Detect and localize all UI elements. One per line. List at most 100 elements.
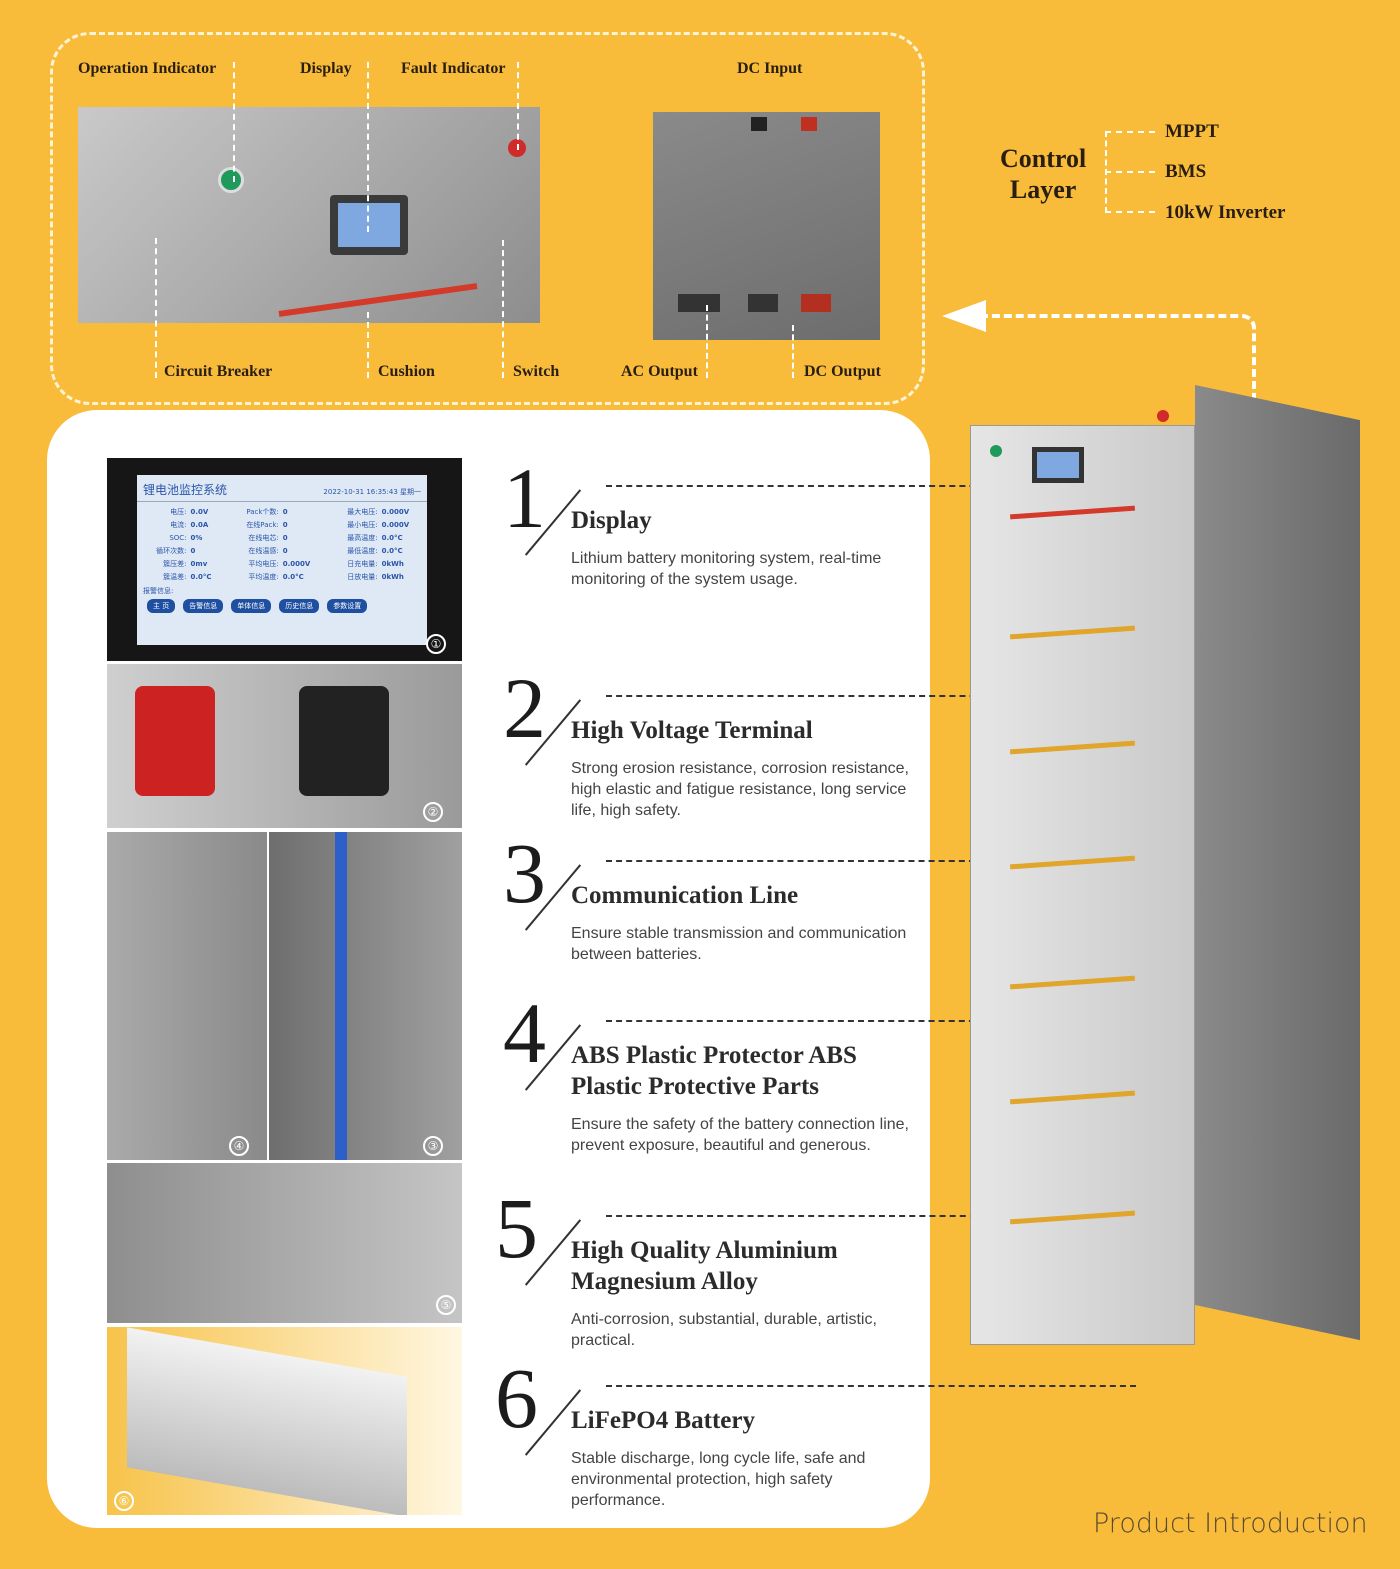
screen-button[interactable]: 告警信息 [183,599,224,613]
tower-fault-light [1157,410,1169,422]
feature-leader-line [606,1020,1116,1022]
screen-button[interactable]: 参数设置 [327,599,368,613]
screen-value: 0.0A [190,521,209,529]
screen-label: 最高温度: [347,534,378,542]
label-dc-output: DC Output [804,363,881,380]
screen-value: 0.000V [282,560,311,568]
screen-label: 电流: [170,521,187,529]
control-layer-title-line1: Control [1000,144,1087,173]
screen-label: 平均温度: [248,573,279,581]
arrow-left-icon [942,300,986,332]
screen-label: 电压: [170,508,187,516]
label-ac-output: AC Output [621,363,698,380]
screen-button[interactable]: 历史信息 [279,599,320,613]
feature-title: High Voltage Terminal [571,717,813,744]
ac-output-port [678,294,720,312]
dc-input-port [751,117,767,131]
feature-leader-line [606,860,1106,862]
top-callout-frame [50,32,925,405]
dc-output-port [748,294,778,312]
feature-number: 6 [495,1350,538,1446]
screen-value: 0.0°C [381,534,403,542]
cushion-strip [278,283,478,317]
screen-datetime: 2022-10-31 16:35:43 星期一 [323,488,421,496]
feature-title: ABS Plastic Protector ABS Plastic Protec… [571,1042,857,1100]
tower-operation-light [990,445,1002,457]
screen-alarm-label: 报警信息: [143,587,174,595]
screen-label: 日放电量: [347,573,378,581]
feature-number: 1 [503,450,546,546]
protector-image [107,832,267,1160]
label-dc-input: DC Input [737,60,803,77]
alloy-image [107,1163,462,1323]
lifepo4-battery-image [107,1327,462,1515]
feature-description: Stable discharge, long cycle life, safe … [571,1450,866,1509]
feature-number: 4 [503,985,546,1081]
screen-value: 0.0°C [282,573,304,581]
red-terminal [135,686,215,796]
badge-4: ④ [229,1136,249,1156]
operation-indicator-light [218,167,244,193]
screen-label: 最小电压: [347,521,378,529]
label-operation-indicator: Operation Indicator [78,60,217,77]
badge-3: ③ [423,1136,443,1156]
badge-1: ① [426,634,446,654]
screen-label: 日充电量: [347,560,378,568]
screen-label: 在线温感: [248,547,279,555]
screen-label: 最大电压: [347,508,378,516]
screen-value: 0.000V [381,508,410,516]
screen-label: 在线Pack: [246,521,279,529]
rear-panel-photo [653,112,880,340]
screen-value: 0.000V [381,521,410,529]
footer-title: Product Introduction [1093,1508,1368,1539]
bms-screen: 锂电池监控系统 2022-10-31 16:35:43 星期一 电压:0.0V P… [137,475,427,645]
screen-value: 0 [282,521,288,529]
screen-label: 最低温度: [347,547,378,555]
feature-title: Communication Line [571,882,799,909]
screen-button[interactable]: 单体信息 [231,599,272,613]
screen-label: 在线电芯: [248,534,279,542]
feature-leader-line [606,1385,1136,1387]
black-terminal [299,686,389,796]
screen-label: 簇温差: [163,573,187,581]
screen-value: 0 [282,534,288,542]
label-switch: Switch [513,363,560,380]
screen-label: SOC: [169,534,187,542]
terminal-image [107,664,462,828]
screen-buttons: 主 页告警信息单体信息历史信息参数设置 [137,599,427,613]
screen-row: 电流:0.0A 在线Pack:0 最小电压:0.000V [137,519,427,532]
battery-cell [127,1327,407,1515]
control-layer-title: Control Layer [1000,143,1086,205]
screen-label: Pack个数: [246,508,279,516]
screen-value: 0kWh [381,573,404,581]
screen-label: 簇压差: [163,560,187,568]
screen-title: 锂电池监控系统 [143,483,228,497]
feature-leader-line [606,485,1026,487]
feature-number: 3 [503,825,546,921]
screen-value: 0.0V [190,508,209,516]
label-display: Display [300,60,352,77]
feature-item: ABS Plastic Protector ABS Plastic Protec… [571,1040,926,1156]
feature-description: Ensure the safety of the battery connect… [571,1116,909,1154]
screen-button[interactable]: 主 页 [147,599,176,613]
feature-description: Anti-corrosion, substantial, durable, ar… [571,1311,877,1349]
screen-value: 0.0°C [381,547,403,555]
feature-description: Ensure stable transmission and communica… [571,925,907,963]
feature-description: Strong erosion resistance, corrosion res… [571,760,909,819]
screen-label: 平均电压: [248,560,279,568]
feature-number: 5 [495,1180,538,1276]
label-cushion: Cushion [378,363,435,380]
screen-value: 0 [282,547,288,555]
control-item-inverter: 10kW Inverter [1165,202,1286,223]
tower-display [1032,447,1084,483]
display-unit [330,195,408,255]
communication-line-image [269,832,462,1160]
dc-input-port [801,117,817,131]
feature-title: Display [571,507,652,534]
